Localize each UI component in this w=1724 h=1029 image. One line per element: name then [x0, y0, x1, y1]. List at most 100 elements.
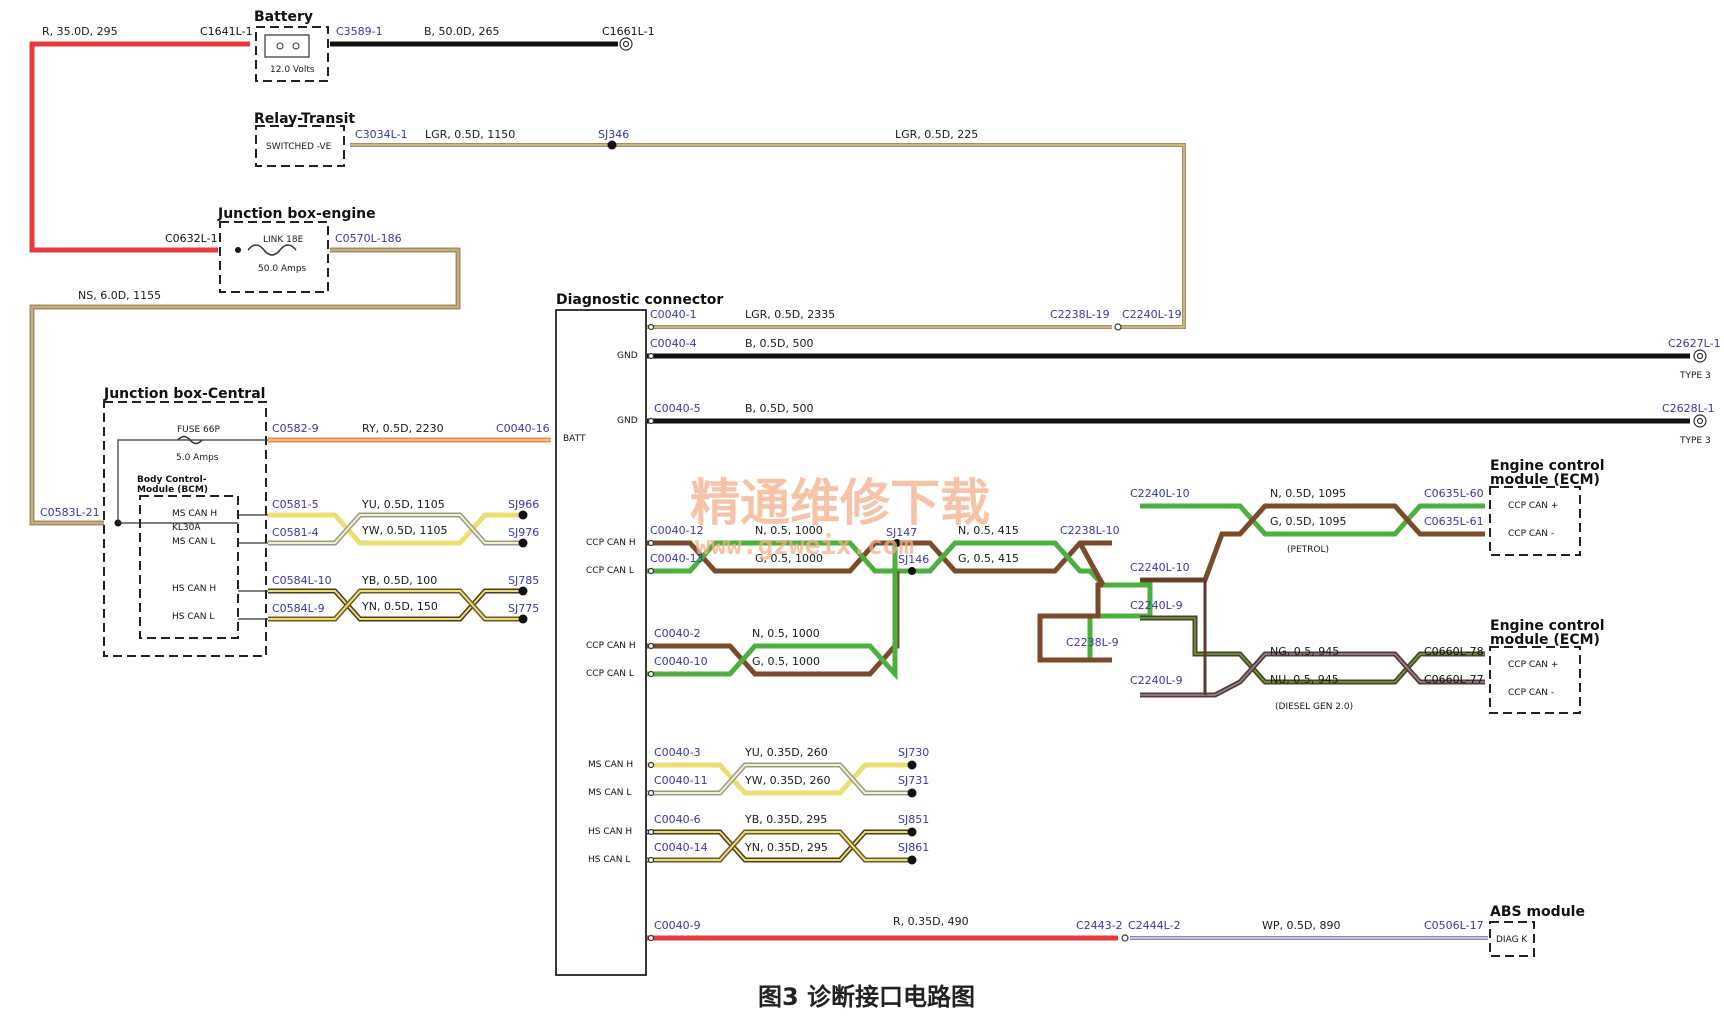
wire-label-yw-1105: YW, 0.5D, 1105 [361, 524, 448, 537]
wire-label-g-1000-a: G, 0.5, 1000 [755, 552, 823, 565]
wire-label-ns-6: NS, 6.0D, 1155 [78, 289, 161, 302]
relay-transit-component: Relay-Transit SWITCHED -VE [254, 111, 355, 167]
wire-label-g-1000-b: G, 0.5, 1000 [752, 655, 820, 668]
diag-pin-gnd-2: GND [617, 416, 638, 426]
wire-label-yu-260: YU, 0.35D, 260 [744, 746, 828, 759]
bcm-title-2: Module (BCM) [137, 485, 208, 495]
wire-label-ng-945: NG, 0.5, 945 [1270, 645, 1339, 658]
wire-label-g-1095: G, 0.5D, 1095 [1270, 515, 1346, 528]
label-c0583l-21: C0583L-21 [40, 506, 100, 519]
wire-label-ry: RY, 0.5D, 2230 [362, 422, 444, 435]
label-c0040-3: C0040-3 [654, 746, 701, 759]
wire-label-n-1000-a: N, 0.5, 1000 [755, 524, 823, 537]
wire-label-n-1000-b: N, 0.5, 1000 [752, 627, 820, 640]
wire-label-b-50: B, 50.0D, 265 [424, 25, 500, 38]
wire-label-g-415: G, 0.5, 415 [958, 552, 1019, 565]
diag-pin-hs-can-h: HS CAN H [588, 827, 632, 837]
wire-label-n-415: N, 0.5, 415 [958, 524, 1019, 537]
label-c0040-2: C0040-2 [654, 627, 701, 640]
label-c0582-9: C0582-9 [272, 422, 319, 435]
type3-label-a: TYPE 3 [1679, 371, 1711, 381]
label-c0040-14: C0040-14 [654, 841, 708, 854]
wire-diag-ms-can-h [647, 762, 912, 796]
label-c0632l-1: C0632L-1 [165, 232, 218, 245]
wire-label-yn-295: YN, 0.35D, 295 [744, 841, 828, 854]
label-c0040-1: C0040-1 [650, 308, 697, 321]
diagnostic-connector: Diagnostic connector GND GND BATT CCP CA… [555, 292, 723, 976]
abs-module: ABS module DIAG K [1489, 904, 1585, 957]
label-sj976: SJ976 [508, 526, 539, 539]
splice-points [114, 140, 917, 865]
relay-function: SWITCHED -VE [266, 142, 332, 152]
watermark-title: 精通维修下载 [690, 474, 990, 532]
wire-label-b-500-b: B, 0.5D, 500 [745, 402, 814, 415]
wire-label-yn-150: YN, 0.5D, 150 [361, 600, 438, 613]
label-c0040-9: C0040-9 [654, 919, 701, 932]
label-c0635l-61: C0635L-61 [1424, 515, 1484, 528]
wire-label-r-490: R, 0.35D, 490 [893, 915, 969, 928]
wire-petrol-green [1140, 503, 1485, 537]
label-c2238l-19: C2238L-19 [1050, 308, 1110, 321]
jb-engine-title: Junction box-engine [217, 206, 376, 222]
label-c2240l-9-a: C2240L-9 [1130, 599, 1183, 612]
type3-label-b: TYPE 3 [1679, 436, 1711, 446]
battery-title: Battery [254, 9, 313, 25]
label-c2240l-19: C2240L-19 [1122, 308, 1182, 321]
label-c2240l-10-a: C2240L-10 [1130, 487, 1190, 500]
wire-label-lgr-1150: LGR, 0.5D, 1150 [425, 128, 515, 141]
wire-label-n-1095: N, 0.5D, 1095 [1270, 487, 1346, 500]
label-c2628l-1: C2628L-1 [1662, 402, 1715, 415]
label-c0506l-17: C0506L-17 [1424, 919, 1484, 932]
wire-label-yu-1105: YU, 0.5D, 1105 [361, 498, 445, 511]
label-c1641l-1: C1641L-1 [200, 25, 253, 38]
jb-engine-amps: 50.0 Amps [258, 264, 307, 274]
diag-title: Diagnostic connector [556, 292, 723, 308]
label-c0040-11: C0040-11 [654, 774, 708, 787]
label-c0040-4: C0040-4 [650, 337, 697, 350]
wire-relay-lgr [350, 143, 1186, 329]
relay-title: Relay-Transit [254, 111, 355, 127]
label-sj730: SJ730 [898, 746, 929, 759]
label-c2443-2: C2443-2 [1076, 919, 1123, 932]
label-sj346: SJ346 [598, 128, 629, 141]
label-c0040-5: C0040-5 [654, 402, 701, 415]
figure-caption: 图3 诊断接口电路图 [758, 983, 975, 1011]
wire-label-b-500-a: B, 0.5D, 500 [745, 337, 814, 350]
junction-box-central: Junction box-Central FUSE 66P 5.0 Amps B… [103, 386, 268, 657]
wire-ccp2-l-green [647, 543, 898, 681]
diag-pin-ccp-can-h-2: CCP CAN H [586, 641, 636, 651]
diag-pin-gnd-1: GND [617, 351, 638, 361]
wire-ccp-jump-to-2238l9 [1037, 582, 1112, 663]
label-c2238l-10: C2238L-10 [1060, 524, 1120, 537]
label-sj966: SJ966 [508, 498, 539, 511]
diag-pin-ccp-can-h-1: CCP CAN H [586, 538, 636, 548]
wire-label-yw-260: YW, 0.35D, 260 [744, 774, 831, 787]
label-sj861: SJ861 [898, 841, 929, 854]
bcm-pin-kl30a: KL30A [172, 523, 201, 533]
ecm-petrol-pin-1: CCP CAN + [1508, 501, 1558, 511]
diesel-note: (DIESEL GEN 2.0) [1275, 702, 1353, 712]
junction-box-engine: Junction box-engine LINK 18E 50.0 Amps [217, 206, 376, 293]
label-sj785: SJ785 [508, 574, 539, 587]
diag-pin-ms-can-l: MS CAN L [588, 788, 631, 798]
label-c0660l-77: C0660L-77 [1424, 673, 1484, 686]
label-sj146: SJ146 [898, 553, 929, 566]
label-sj851: SJ851 [898, 813, 929, 826]
abs-pin: DIAG K [1496, 935, 1528, 945]
label-c0570l-186: C0570L-186 [335, 232, 402, 245]
ecm-petrol-pin-2: CCP CAN - [1508, 529, 1554, 539]
label-c0584l-9: C0584L-9 [272, 602, 325, 615]
ecm-diesel-title-2: module (ECM) [1490, 632, 1600, 648]
ecm-petrol: Engine control module (ECM) CCP CAN + CC… [1489, 458, 1605, 556]
label-c0635l-60: C0635L-60 [1424, 487, 1484, 500]
label-c0040-13: C0040-13 [650, 552, 704, 565]
label-sj147: SJ147 [886, 526, 917, 539]
jb-central-title: Junction box-Central [103, 386, 265, 402]
jb-central-fuse: FUSE 66P [177, 425, 220, 435]
bcm-pin-ms-can-h: MS CAN H [172, 509, 217, 519]
diag-pin-ccp-can-l-2: CCP CAN L [586, 669, 634, 679]
wire-label-yb-100: YB, 0.5D, 100 [361, 574, 437, 587]
wire-battery-positive [29, 41, 250, 253]
label-sj775: SJ775 [508, 602, 539, 615]
label-c2444l-2: C2444L-2 [1128, 919, 1181, 932]
